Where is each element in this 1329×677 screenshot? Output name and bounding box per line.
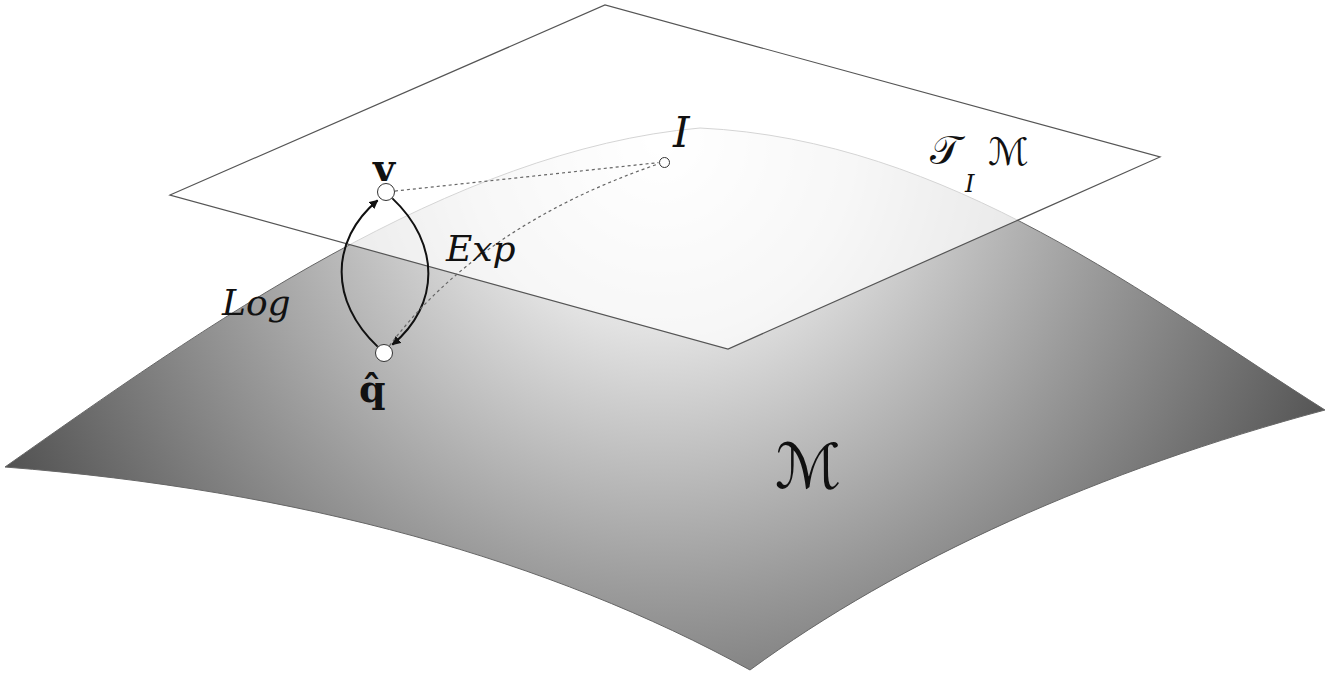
tangent-space-label: 𝒯 [930, 127, 961, 174]
map-arrow [342, 200, 378, 346]
geodesic-line [389, 164, 658, 346]
map-arrow [392, 198, 428, 344]
point-marker: I [659, 157, 670, 168]
tangent-space-label: I [965, 170, 974, 198]
point-marker: v [377, 183, 395, 201]
point-label: I [673, 108, 690, 157]
tangent-space-label: ℳ [988, 130, 1029, 174]
geodesic-line [395, 163, 659, 191]
manifold-label: ℳ [775, 430, 841, 503]
point-label: q̂ [359, 366, 386, 411]
point-marker: q̂ [375, 344, 393, 362]
tangent-plane [170, 5, 1160, 349]
map-label: Log [222, 282, 291, 323]
map-label: Exp [446, 228, 516, 269]
point-label: v [373, 145, 395, 190]
